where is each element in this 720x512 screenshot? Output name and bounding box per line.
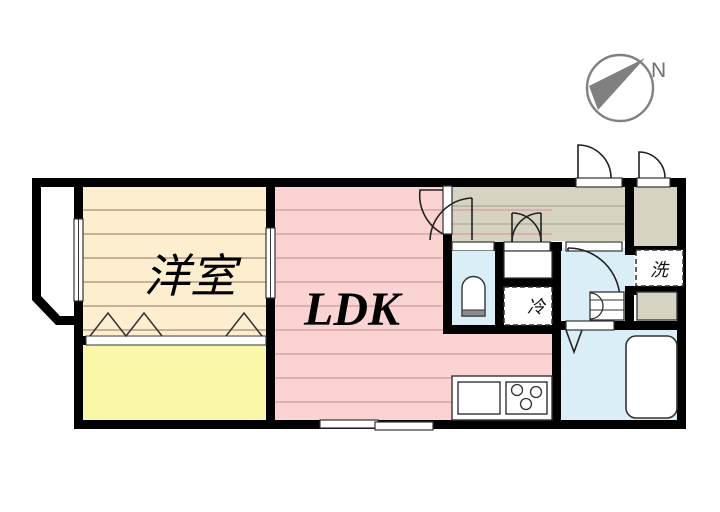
- washing-machine-label: 洗: [650, 260, 670, 281]
- door-washroom[interactable]: [565, 241, 623, 252]
- wall-toilet-bottom: [443, 325, 504, 334]
- opening-kitchen-alcove: [503, 241, 551, 252]
- washroom-door-swing-icon: [567, 247, 621, 301]
- ldk-door-swing-icon: [418, 189, 444, 235]
- wall-vanity-right: [625, 286, 634, 330]
- wall-washitsu-ldk-bottom: [266, 296, 275, 429]
- kitchen-sink-icon: [457, 381, 501, 415]
- bathtub-icon: [625, 335, 678, 419]
- room-label-washitsu: 洋室: [144, 249, 242, 303]
- refrigerator-space-icon: [503, 286, 553, 326]
- entrance-door-swing-main-icon: [577, 144, 612, 179]
- door-toilet[interactable]: [451, 241, 495, 252]
- room-label-ldk: LDK: [303, 283, 403, 336]
- window-ldk-left-sash: [319, 419, 379, 429]
- wall-top: [32, 178, 686, 187]
- refrigerator-label: 冷: [527, 297, 547, 318]
- door-bathroom[interactable]: [565, 320, 615, 331]
- floor-board-lines: [83, 205, 628, 403]
- compass-circle: [585, 53, 655, 123]
- wall-fridge-top: [495, 278, 561, 287]
- washing-machine-space-icon: [635, 249, 684, 287]
- toilet-tank-icon: [461, 309, 486, 317]
- storage-shelf: [636, 291, 678, 321]
- stove-burner-1: [510, 383, 524, 397]
- kitchen-counter: [503, 250, 553, 279]
- wall-fridge-bottom: [495, 325, 561, 334]
- room-labels: 洋室 LDK: [144, 249, 403, 336]
- wall-bathroom-top: [560, 321, 686, 330]
- corridor-door-swing-icon: [429, 197, 473, 241]
- wall-corridor-entry: [625, 178, 634, 254]
- closet-folding-door-right-icon: [225, 311, 263, 337]
- compass-rose: N: [585, 53, 666, 123]
- vanity-basin-curve: [589, 292, 604, 320]
- entrance-door-swing-side-icon: [638, 151, 666, 179]
- wall-toilet-left: [443, 242, 452, 334]
- closet-folding-door-left-icon: [89, 311, 163, 338]
- window-ldk-right-sash: [374, 421, 434, 431]
- wall-bay-bottom: [74, 300, 83, 325]
- toilet-bowl-icon: [461, 275, 486, 317]
- wall-washroom-bath: [625, 286, 686, 295]
- fixtures: 冷 洗: [451, 249, 684, 421]
- compass-north-label: N: [651, 59, 666, 82]
- room-washitsu-floor: [83, 186, 269, 335]
- bathroom-folding-door-icon: [565, 329, 583, 355]
- wall-bay-top: [74, 187, 83, 221]
- wall-toilet-right: [495, 242, 504, 334]
- compass-needle-icon: [589, 58, 645, 110]
- room-ldk-floor: [275, 186, 452, 424]
- entrance-door-threshold-side[interactable]: [636, 177, 671, 188]
- wall-left-lower: [74, 320, 83, 429]
- corridor-closet-swing-right-icon: [511, 212, 542, 243]
- wall-washitsu-ldk-top: [266, 178, 275, 230]
- stove-burner-3: [519, 397, 533, 411]
- room-closet-floor: [83, 345, 269, 420]
- bay-window-frame: [32, 178, 83, 325]
- wall-right: [677, 178, 686, 429]
- stove-burner-2: [529, 385, 543, 399]
- vanity-sink-icon: [589, 291, 625, 321]
- entrance-door-threshold-main[interactable]: [575, 177, 623, 188]
- door-swings: [418, 144, 666, 355]
- closet-door-track[interactable]: [85, 335, 267, 346]
